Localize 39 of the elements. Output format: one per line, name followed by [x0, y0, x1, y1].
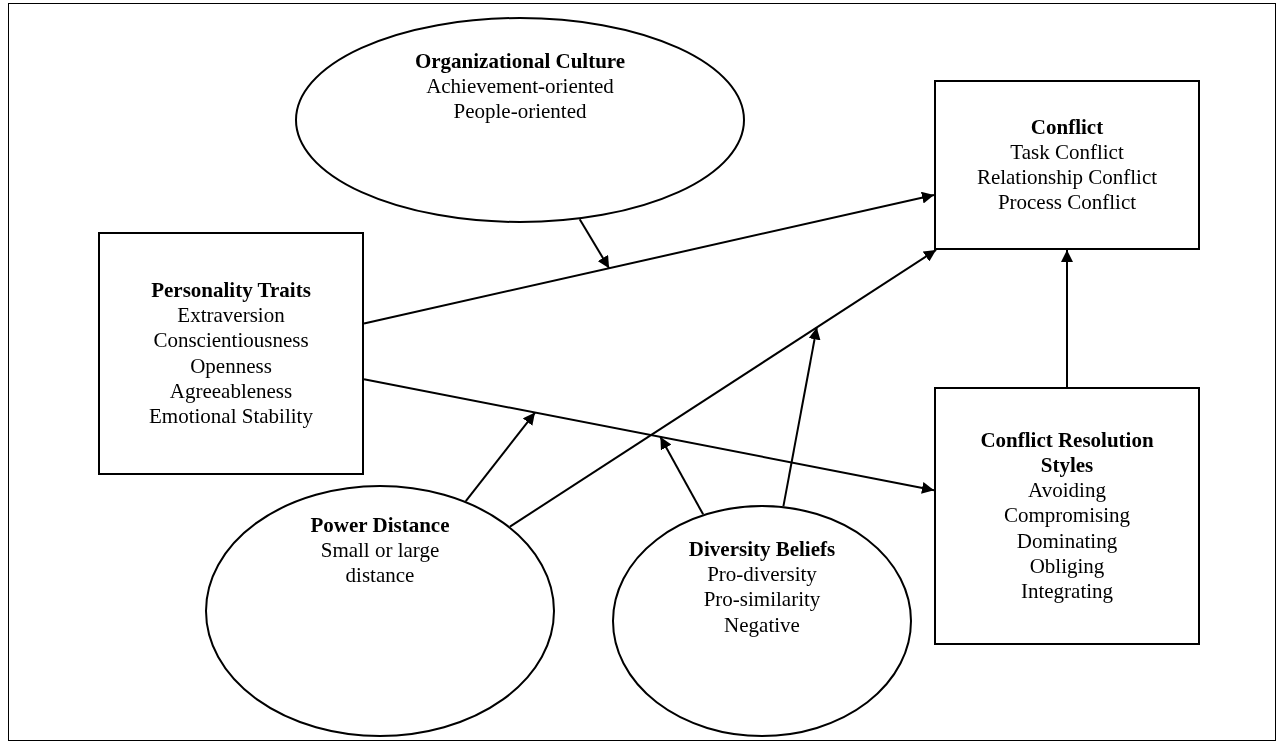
node-text: Agreeableness — [169, 378, 293, 404]
node-heading: Conflict — [1030, 114, 1104, 140]
process-box — [934, 80, 1200, 250]
node-heading: Personality Traits — [151, 277, 311, 304]
arrow — [464, 411, 536, 503]
node-text: Task Conflict — [1010, 139, 1124, 165]
ellipse-node — [295, 17, 745, 223]
node-text: Process Conflict — [997, 190, 1137, 216]
node-text: Pro-similarity — [703, 587, 821, 613]
arrow — [782, 326, 821, 508]
arrow — [1061, 249, 1073, 388]
node-text: Integrating — [1020, 578, 1114, 605]
arrow — [659, 435, 705, 516]
node-text: Conscientiousness — [153, 328, 309, 354]
node-text: Obliging — [1029, 553, 1105, 579]
node-text: Relationship Conflict — [976, 165, 1158, 191]
node-text: Openness — [190, 353, 272, 379]
arrow — [578, 218, 611, 270]
process-box — [98, 232, 364, 475]
ellipse-node — [205, 485, 555, 737]
arrow — [363, 378, 935, 494]
node-text: Achievement-oriented — [426, 74, 614, 100]
node-text: Emotional Stability — [149, 403, 313, 430]
node-text: Compromising — [1004, 503, 1130, 529]
node-text: Negative — [724, 612, 800, 638]
ellipse-node — [612, 505, 912, 737]
process-box — [934, 387, 1200, 645]
arrow — [508, 249, 938, 528]
node-text: Extraversion — [177, 303, 285, 329]
node-text: Avoiding — [1028, 478, 1106, 504]
node-heading: Diversity Beliefs — [688, 537, 836, 563]
arrow — [363, 191, 935, 325]
node-text: Small or large distance — [319, 538, 441, 589]
node-text: Pro-diversity — [707, 562, 817, 588]
node-text: People-oriented — [453, 99, 587, 125]
node-heading: Organizational Culture — [414, 49, 626, 75]
node-text: Dominating — [1016, 528, 1118, 554]
node-heading: Conflict Resolution Styles — [979, 427, 1155, 479]
node-heading: Power Distance — [310, 513, 450, 539]
